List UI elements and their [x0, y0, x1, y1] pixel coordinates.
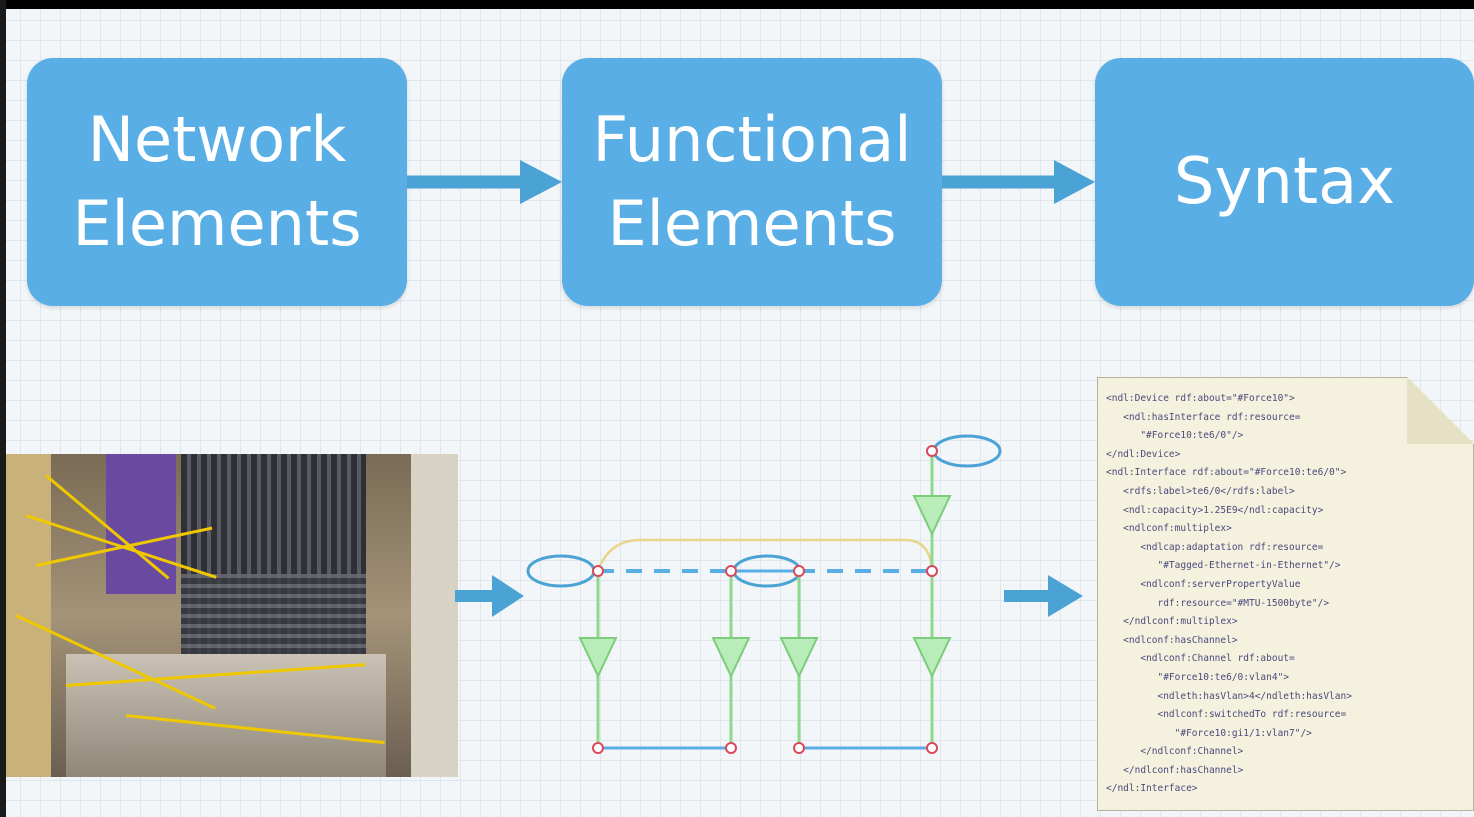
connection-point [725, 565, 737, 577]
switch-ports [181, 574, 366, 664]
network-elements-label: Network Elements [72, 103, 362, 260]
adaptation-triangle [578, 637, 618, 679]
xml-line: rdf:resource="#MTU-1500byte"/> [1106, 597, 1330, 609]
network-equipment-photo [6, 454, 458, 777]
xml-line: "#Force10:te6/0:vlan4"> [1106, 671, 1290, 683]
xml-line: <ndlconf:hasChannel> [1106, 634, 1238, 646]
xml-line: </ndlconf:multiplex> [1106, 616, 1238, 628]
adaptation-triangle [912, 637, 952, 679]
arrowhead-network-to-functional [520, 160, 562, 204]
xml-line: "#Force10:te6/0"/> [1106, 430, 1244, 442]
functional-elements-box: Functional Elements [562, 58, 942, 306]
xml-line: <rdfs:label>te6/0</rdfs:label> [1106, 485, 1295, 497]
xml-line: <ndl:Interface rdf:about="#Force10:te6/0… [1106, 467, 1347, 479]
document-folded-corner [1407, 377, 1474, 444]
connection-point [725, 742, 737, 754]
xml-line: </ndlconf:hasChannel> [1106, 764, 1244, 776]
xml-line: </ndlconf:Channel> [1106, 746, 1244, 758]
connection-point [592, 742, 604, 754]
connection-point [793, 565, 805, 577]
syntax-box: Syntax [1095, 58, 1474, 306]
connection-point [592, 565, 604, 577]
rack-pillar-right [411, 454, 458, 777]
xml-line: "#Tagged-Ethernet-in-Ethernet"/> [1106, 560, 1341, 572]
left-border [0, 0, 6, 817]
interface-ellipse [526, 554, 596, 588]
equipment-label-panel [106, 454, 176, 594]
functional-elements-label: Functional Elements [592, 103, 912, 260]
xml-line: </ndl:Interface> [1106, 783, 1198, 795]
ndl-xml-document: <ndl:Device rdf:about="#Force10"> <ndl:h… [1097, 377, 1474, 811]
connection-point [926, 445, 938, 457]
interface-ellipse [932, 434, 1002, 468]
xml-line: "#Force10:gi1/1:vlan7"/> [1106, 727, 1312, 739]
connection-point [793, 742, 805, 754]
top-border [0, 0, 1474, 9]
xml-line: <ndl:hasInterface rdf:resource= [1106, 411, 1301, 423]
connection-point [926, 565, 938, 577]
adaptation-triangle [779, 637, 819, 679]
network-elements-box: Network Elements [27, 58, 407, 306]
xml-line: <ndlconf:Channel rdf:about= [1106, 653, 1295, 665]
syntax-label: Syntax [1173, 145, 1396, 219]
xml-line: <ndlconf:switchedTo rdf:resource= [1106, 709, 1347, 721]
xml-line: <ndleth:hasVlan>4</ndleth:hasVlan> [1106, 690, 1352, 702]
xml-line: <ndl:capacity>1.25E9</ndl:capacity> [1106, 504, 1324, 516]
xml-line: </ndl:Device> [1106, 448, 1181, 460]
xml-line: <ndlconf:multiplex> [1106, 523, 1232, 535]
adaptation-curve [596, 538, 934, 571]
connection-point [926, 742, 938, 754]
arrowhead-photo-to-diagram [492, 575, 524, 617]
arrowhead-functional-to-syntax [1054, 160, 1095, 204]
rack-pillar-left [6, 454, 51, 777]
adaptation-triangle [912, 495, 952, 537]
xml-line: <ndl:Device rdf:about="#Force10"> [1106, 393, 1295, 404]
xml-line: <ndlconf:serverPropertyValue [1106, 578, 1301, 590]
arrowhead-diagram-to-xml [1048, 575, 1083, 617]
xml-line: <ndlcap:adaptation rdf:resource= [1106, 541, 1324, 553]
adaptation-triangle [711, 637, 751, 679]
